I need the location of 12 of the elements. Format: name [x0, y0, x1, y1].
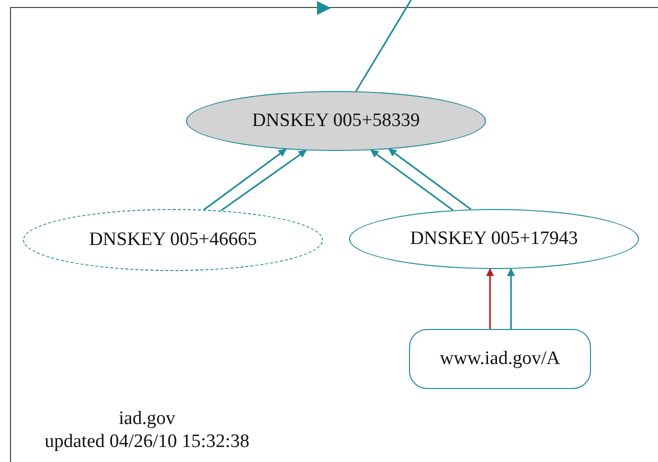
arrow — [370, 150, 454, 211]
cluster-label: iad.gov — [118, 408, 176, 430]
arrow — [486, 268, 494, 329]
ellipse-node: DNSKEY 005+58339 — [186, 91, 486, 151]
ellipse-node: DNSKEY 005+17943 — [349, 209, 639, 269]
arrow — [507, 268, 515, 329]
rounded-box: www.iad.gov/A — [409, 329, 591, 389]
ellipse-node: DNSKEY 005+46665 — [23, 209, 323, 271]
arrow — [220, 150, 307, 212]
arrow — [388, 148, 472, 210]
cluster-label: updated 04/26/10 15:32:38 — [44, 431, 250, 453]
arrow — [204, 148, 287, 210]
